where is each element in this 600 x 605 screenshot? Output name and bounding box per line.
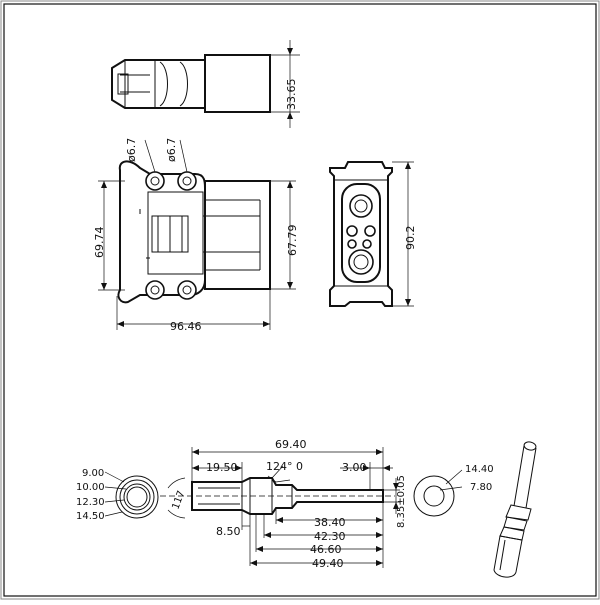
dia-left-4: 14.50 <box>76 511 105 522</box>
dim-total-length: 69.40 <box>275 438 307 451</box>
pin-3d-illustration <box>493 441 537 578</box>
dim-42: 42.30 <box>314 530 346 543</box>
top-view: 33.65 <box>111 40 300 128</box>
inner-border <box>3 3 597 597</box>
hole-dia-right: ø6.7 <box>165 138 178 162</box>
dim-46: 46.60 <box>310 543 342 556</box>
contact-drawing: 9.00 10.00 12.30 14.50 117 69.40 19.50 1… <box>76 438 537 578</box>
dim-side-height-right: 67.79 <box>286 225 299 257</box>
dia-right-2: 7.80 <box>470 482 492 493</box>
dim-side-height-left: 69.74 <box>93 227 106 259</box>
dia-left-1: 9.00 <box>82 468 104 479</box>
dia-left-3: 12.30 <box>76 497 105 508</box>
dim-collar: 8.50 <box>216 525 241 538</box>
dim-top-height: 33.65 <box>285 79 298 111</box>
dim-tip-dia: 8.35±0.05 <box>396 475 407 528</box>
dim-tip-length: 3.00 <box>342 461 367 474</box>
hole-dia-left: ø6.7 <box>125 138 138 162</box>
dim-side-length: 96.46 <box>170 320 202 333</box>
dim-front-height: 90.2 <box>404 226 417 251</box>
dim-38: 38.40 <box>314 516 346 529</box>
dia-right-1: 14.40 <box>465 464 494 475</box>
dia-left-2: 10.00 <box>76 482 105 493</box>
dim-head-length: 19.50 <box>206 461 238 474</box>
dim-angle: 124° 0 <box>266 460 303 473</box>
side-view: ø6.7 ø6.7 69.74 67.79 96.46 <box>93 138 299 333</box>
front-view: 90.2 <box>329 161 417 307</box>
dim-49: 49.40 <box>312 557 344 570</box>
